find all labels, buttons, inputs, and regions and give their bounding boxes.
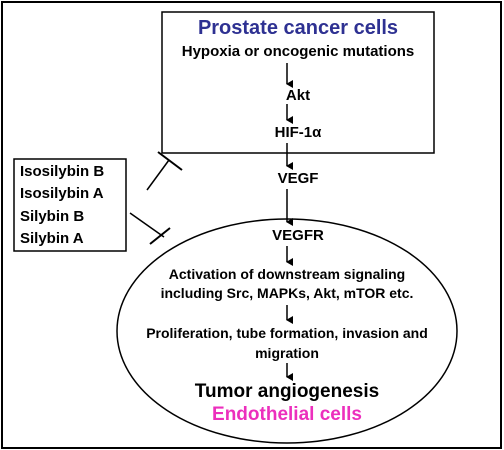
proliferation-line-1: Proliferation, tube formation, invasion … [146, 325, 428, 341]
endothelial-cells-label: Endothelial cells [212, 404, 362, 425]
vegf-label: VEGF [277, 170, 319, 187]
prostate-cells-title: Prostate cancer cells [197, 17, 399, 39]
inhibitor-isosilybin-b: Isosilybin B [20, 163, 105, 180]
inhibition-line-lower [129, 212, 165, 238]
prostate-cells-box [161, 11, 435, 154]
proliferation-line-2: migration [255, 345, 319, 361]
signaling-line-1: Activation of downstream signaling [168, 266, 406, 282]
inhibition-line-upper [146, 159, 170, 191]
inhibition-bar-lower [149, 227, 171, 245]
step-akt: Akt [285, 87, 311, 104]
signaling-line-2: including Src, MAPKs, Akt, mTOR etc. [160, 285, 414, 301]
vegfr-label: VEGFR [272, 227, 324, 244]
inhibitor-silybin-a: Silybin A [20, 230, 84, 247]
tumor-angiogenesis-label: Tumor angiogenesis [194, 381, 380, 402]
step-hypoxia-mutations: Hypoxia or oncogenic mutations [181, 43, 415, 60]
inhibition-bar-upper [157, 151, 183, 171]
inhibitor-isosilybin-a: Isosilybin A [20, 185, 104, 202]
step-hif-1a: HIF-1α [274, 124, 322, 141]
inhibitor-silybin-b: Silybin B [20, 208, 85, 225]
inhibitor-box [13, 158, 127, 252]
